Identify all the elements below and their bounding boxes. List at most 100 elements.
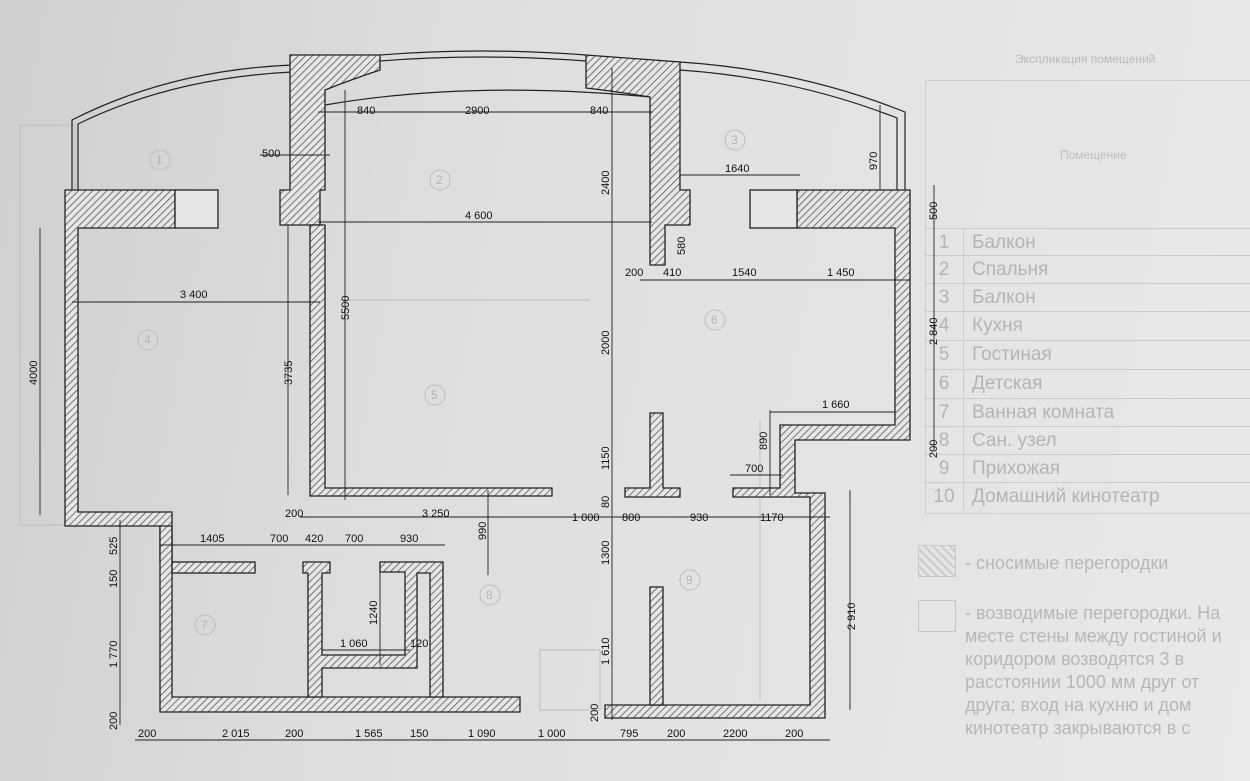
legend-note: кинотеатр закрываются в с <box>965 718 1191 738</box>
legend-note: коридором возводятся 3 в <box>965 649 1185 669</box>
dim-label: 120 <box>410 638 428 650</box>
room-number: 1 <box>156 153 163 167</box>
legend-column-header: Помещение <box>1060 148 1127 162</box>
dim-label: 5500 <box>340 296 352 320</box>
room-numbers: 1 2 3 4 5 6 7 8 9 <box>137 129 746 636</box>
dim-label: 890 <box>758 432 770 450</box>
wall-bedroom-inner <box>309 224 553 497</box>
demolished-partition-swatch <box>918 545 956 577</box>
dim-label: 800 <box>622 512 640 524</box>
wall-left-outer <box>64 189 176 563</box>
dim-label: 1 090 <box>468 728 496 740</box>
legend-note: - возводимые перегородки. На <box>965 603 1221 623</box>
dim-label: 500 <box>928 202 940 220</box>
legend-table <box>925 80 1250 514</box>
dim-label: 1405 <box>200 533 224 545</box>
dim-label: 840 <box>590 105 608 117</box>
room-number: 3 <box>731 133 738 147</box>
balcony-right-outline <box>679 61 906 190</box>
faint-underlay <box>19 124 761 711</box>
room-number: 4 <box>144 333 151 347</box>
dim-label: 1 450 <box>827 267 855 279</box>
balcony-right-inner <box>679 69 898 190</box>
room-number: 5 <box>431 388 438 402</box>
legend-title: Экспликация помещений <box>1015 52 1156 66</box>
dim-label: 150 <box>108 570 120 588</box>
dim-label: 1 565 <box>355 728 383 740</box>
removed-wall-left <box>174 189 219 229</box>
wall-bath-top <box>171 561 256 574</box>
removed-wall-right <box>749 189 798 229</box>
column-left <box>279 54 381 226</box>
legend-note: расстоянии 1000 мм друг от <box>965 672 1200 692</box>
dim-label: 1170 <box>760 512 784 524</box>
dim-label: 410 <box>663 267 681 279</box>
dim-label: 1240 <box>368 601 380 625</box>
new-partition-swatch <box>918 600 956 632</box>
walls <box>64 54 911 719</box>
dim-label: 3735 <box>283 361 295 385</box>
dim-label: 1300 <box>600 541 612 565</box>
column-right <box>585 54 691 266</box>
room-number: 2 <box>436 173 443 187</box>
dim-label: 4 600 <box>465 210 493 222</box>
dim-label: 930 <box>690 512 708 524</box>
dim-label: 840 <box>357 105 375 117</box>
balcony-left-inner <box>77 71 293 190</box>
dim-label: 3 400 <box>180 289 208 301</box>
arc-inner-top <box>324 89 651 106</box>
dimension-labels: 840 2900 840 500 2400 1640 970 4 600 580… <box>28 105 940 740</box>
wall-right-top <box>604 189 911 719</box>
partition-t <box>624 412 681 498</box>
dim-label: 2400 <box>600 171 612 195</box>
room-number: 9 <box>686 573 693 587</box>
dim-label: 200 <box>667 728 685 740</box>
partition-stub <box>649 586 664 706</box>
dim-label: 1 000 <box>572 512 600 524</box>
dim-label: 2000 <box>600 331 612 355</box>
dim-label: 4000 <box>28 361 40 385</box>
dim-label: 1 060 <box>340 638 368 650</box>
dim-label: 2 910 <box>846 602 858 630</box>
dim-label: 700 <box>270 533 288 545</box>
dim-label: 500 <box>262 148 280 160</box>
dim-label: 200 <box>285 728 303 740</box>
dim-label: 1 770 <box>108 640 120 668</box>
dim-label: 80 <box>600 496 612 508</box>
dim-label: 200 <box>928 440 940 458</box>
dim-label: 990 <box>477 522 489 540</box>
room-number: 8 <box>486 588 493 602</box>
dim-label: 1640 <box>725 163 749 175</box>
dim-label: 2200 <box>723 728 747 740</box>
dim-label: 700 <box>745 463 763 475</box>
dim-label: 150 <box>410 728 428 740</box>
dim-label: 1 610 <box>600 637 612 665</box>
wall-bath-bottom <box>159 525 521 713</box>
room-number: 7 <box>201 618 208 632</box>
balcony-left-outline <box>71 64 293 190</box>
dim-label: 200 <box>589 704 601 722</box>
dim-label: 2900 <box>465 105 489 117</box>
dimension-lines <box>39 68 935 741</box>
dim-label: 200 <box>625 267 643 279</box>
dim-label: 930 <box>400 533 418 545</box>
dim-label: 2 015 <box>222 728 250 740</box>
dim-label: 525 <box>108 537 120 555</box>
legend-note: месте стены между гостиной и <box>965 626 1222 646</box>
dim-label: 420 <box>305 533 323 545</box>
dim-label: 1150 <box>600 446 612 470</box>
dim-label: 1 000 <box>538 728 566 740</box>
dim-label: 580 <box>676 237 688 255</box>
wall-wc <box>302 561 444 698</box>
dim-label: 1 660 <box>822 399 850 411</box>
dim-label: 200 <box>785 728 803 740</box>
